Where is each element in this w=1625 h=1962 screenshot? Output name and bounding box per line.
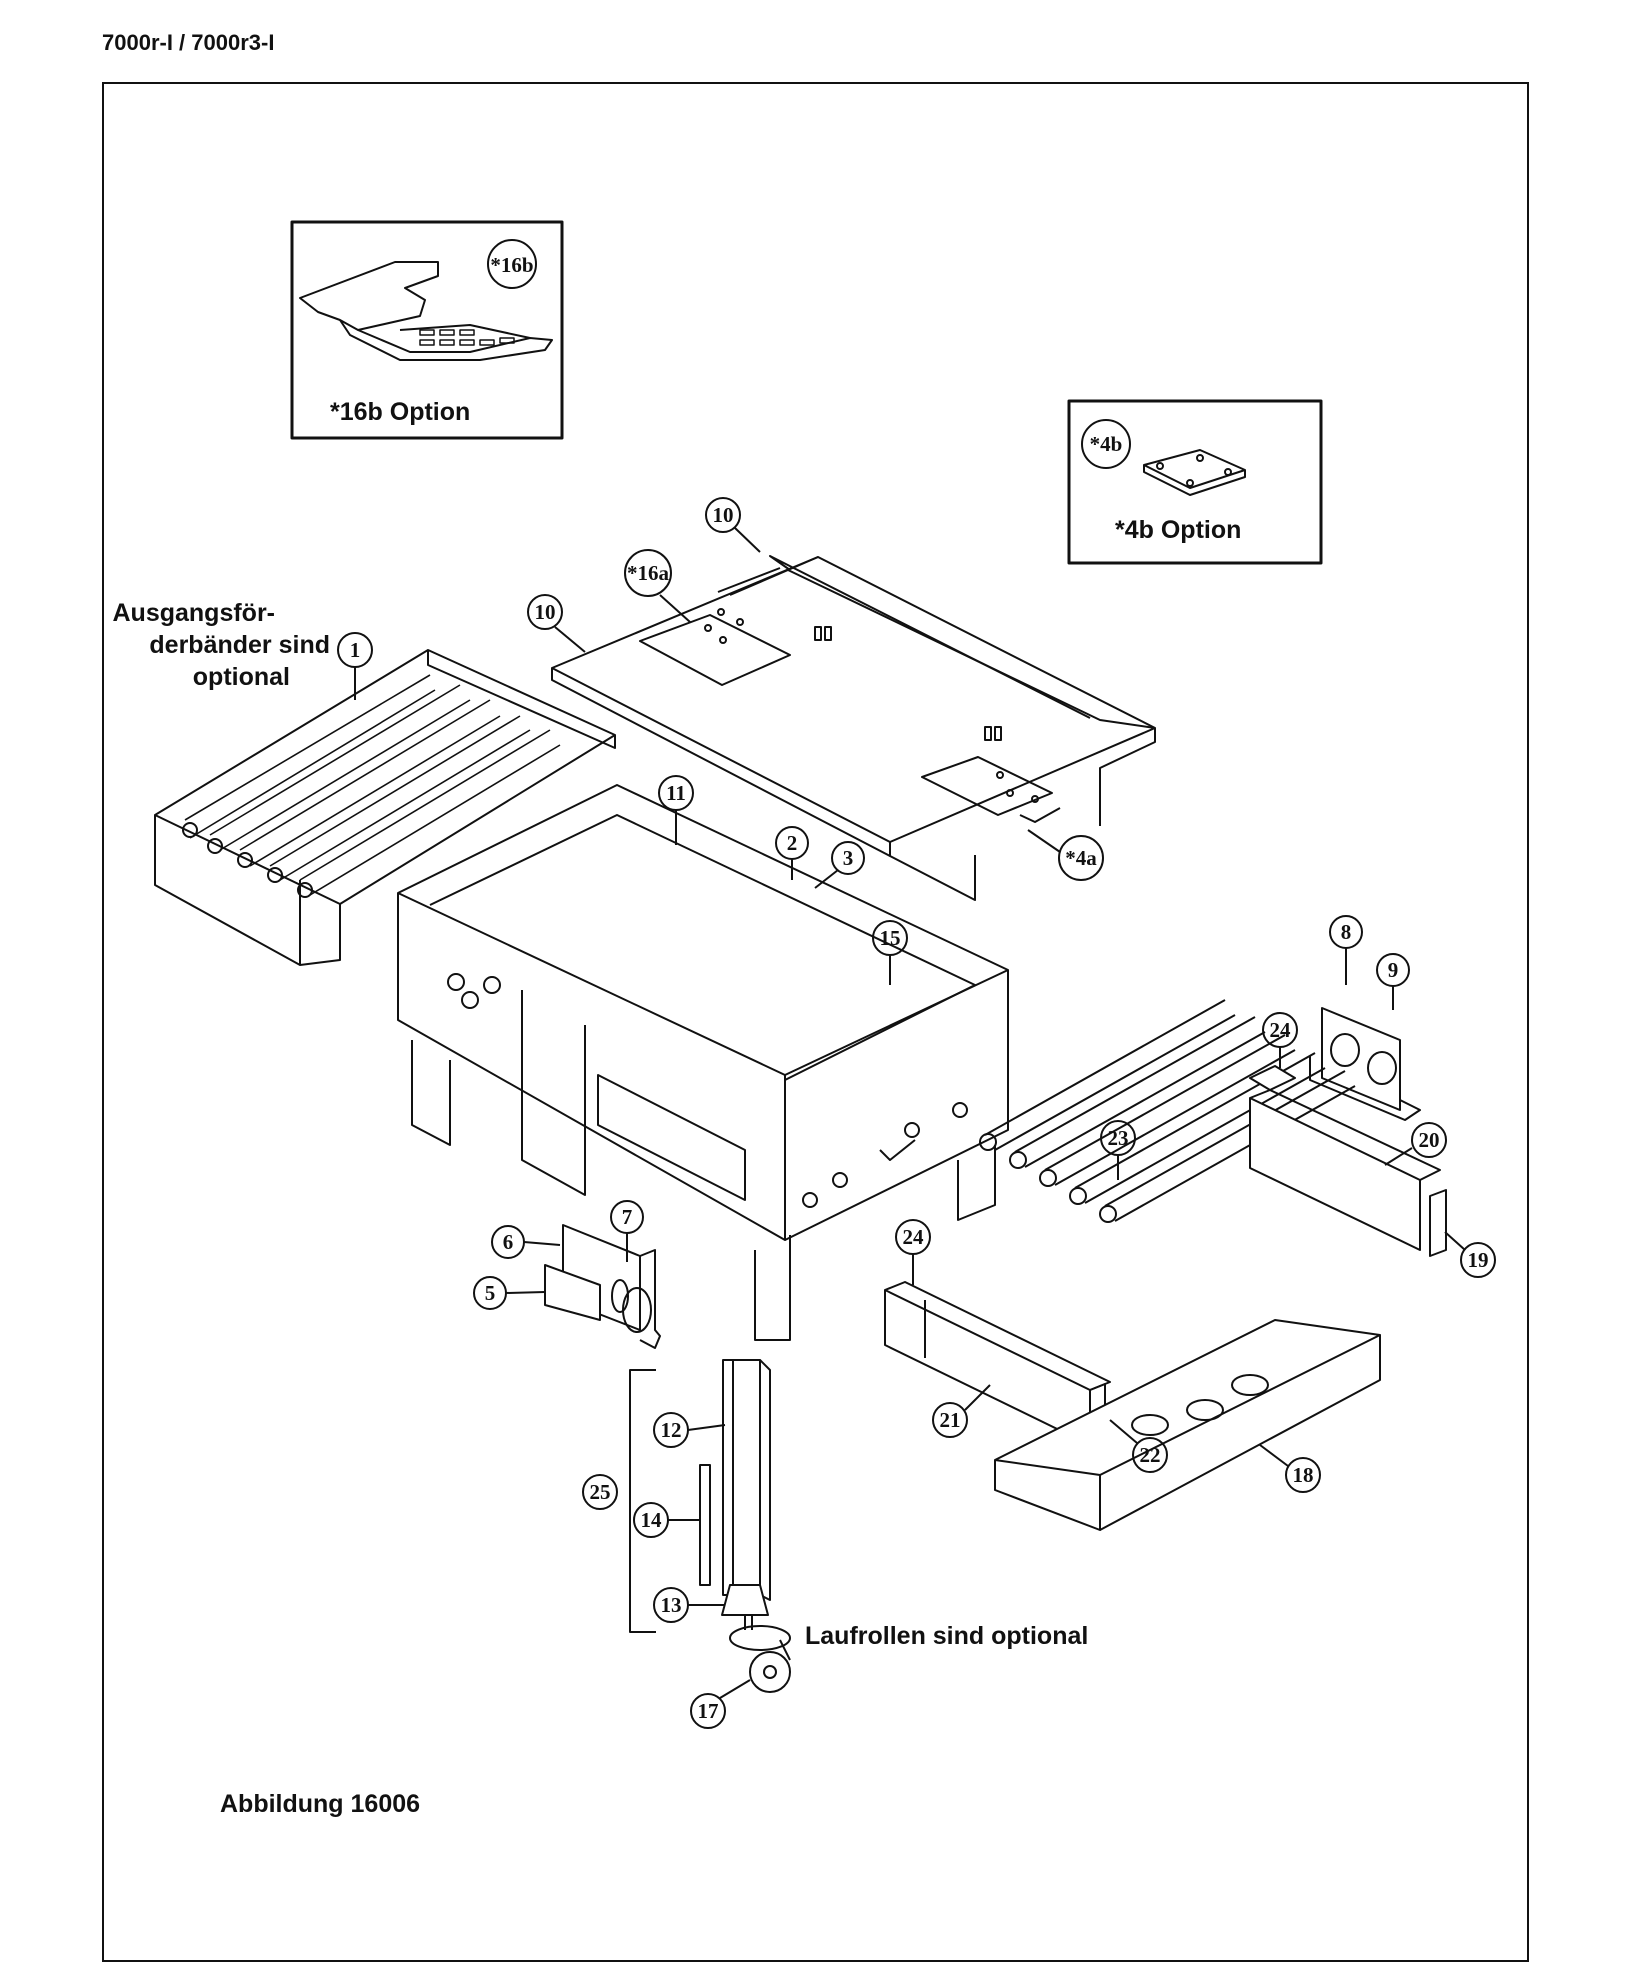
callout-c1: 1: [337, 632, 373, 700]
callout-16a-text: *16a: [627, 561, 670, 585]
callout-15-text: 15: [880, 926, 901, 950]
callout-c8: 8: [1329, 915, 1363, 985]
callout-c7: 7: [610, 1200, 644, 1262]
callout-c5: 5: [473, 1276, 546, 1310]
callout-5-text: 5: [485, 1281, 496, 1305]
callout-c4a: *4a: [1027, 829, 1104, 881]
figure-caption: Abbildung 16006: [220, 1790, 421, 1818]
callout-c10b: 10: [705, 497, 761, 553]
callout-c16a: *16a: [624, 549, 691, 623]
note-exit-conveyor-line1: Ausgangsför-: [113, 599, 276, 627]
callout-3-text: 3: [843, 846, 854, 870]
callout-12-text: 12: [661, 1418, 682, 1442]
note-exit-conveyor-line3: optional: [193, 663, 290, 691]
part-12-13-14-leg: [699, 1359, 771, 1616]
part-5-6-7-motor-assembly: [544, 1224, 661, 1349]
callout-11-text: 11: [666, 781, 686, 805]
callout-24a-text: 24: [1270, 1018, 1292, 1042]
inset-4b: *4b *4b Option: [1067, 399, 1323, 565]
part-16b-bracket: [299, 261, 553, 361]
callout-c10a: 10: [527, 594, 586, 653]
callout-c24a: 24: [1262, 1012, 1298, 1068]
callout-c20: 20: [1384, 1122, 1447, 1166]
callout-23-text: 23: [1108, 1126, 1129, 1150]
callout-c12: 12: [653, 1412, 726, 1448]
callout-25-text: 25: [590, 1480, 611, 1504]
callout-c25: 25: [582, 1474, 618, 1510]
group-bracket-25: [629, 1369, 656, 1633]
callout-24b-text: 24: [903, 1225, 925, 1249]
callout-c2: 2: [775, 826, 809, 880]
callout-7-text: 7: [622, 1205, 633, 1229]
callout-c13: 13: [653, 1587, 725, 1623]
callout-20-text: 20: [1419, 1128, 1440, 1152]
callout-4b: *4b: [1081, 419, 1131, 469]
part-24-clip: [1249, 1065, 1296, 1091]
part-17-caster: [729, 1614, 791, 1693]
callout-c11: 11: [658, 775, 694, 845]
part-4b-plate: [1143, 449, 1246, 496]
inset-16b: *16b *16b Option: [290, 220, 564, 440]
callout-c23: 23: [1100, 1120, 1136, 1180]
callout-c6: 6: [491, 1225, 561, 1259]
callout-c21: 21: [932, 1384, 991, 1438]
note-casters: Laufrollen sind optional: [805, 1622, 1088, 1650]
callout-6-text: 6: [503, 1230, 514, 1254]
part-10-top-covers: [551, 555, 1156, 901]
callout-13-text: 13: [661, 1593, 682, 1617]
note-exit-conveyor-line2: derbänder sind: [149, 631, 330, 659]
callout-9-text: 9: [1388, 958, 1399, 982]
callout-4b-text: *4b: [1090, 432, 1123, 456]
callout-10a-text: 10: [535, 600, 556, 624]
inset-16b-label: *16b Option: [330, 398, 470, 426]
callout-c17: 17: [690, 1679, 751, 1729]
callout-c9: 9: [1376, 953, 1410, 1010]
callout-22-text: 22: [1140, 1443, 1161, 1467]
callout-c14: 14: [633, 1502, 700, 1538]
callout-c19: 19: [1444, 1231, 1496, 1278]
callout-19-text: 19: [1468, 1248, 1489, 1272]
part-11-main-frame: [397, 784, 1009, 1341]
callout-4a-text: *4a: [1065, 846, 1097, 870]
callout-14-text: 14: [641, 1508, 663, 1532]
callout-10b-text: 10: [713, 503, 734, 527]
callout-8-text: 8: [1341, 920, 1352, 944]
callout-c22: 22: [1109, 1419, 1168, 1473]
callout-c24b: 24: [895, 1219, 931, 1285]
callout-16b-text: *16b: [490, 253, 533, 277]
callout-2-text: 2: [787, 831, 798, 855]
inset-4b-label: *4b Option: [1115, 516, 1241, 544]
callout-c3: 3: [814, 841, 865, 889]
part-19-20-side-rail: [1249, 1089, 1447, 1257]
model-title: 7000r-I / 7000r3-I: [102, 30, 275, 55]
part-18-base-tray: [994, 1319, 1381, 1531]
callout-c18: 18: [1259, 1444, 1321, 1493]
callout-21-text: 21: [940, 1408, 961, 1432]
callout-c15: 15: [872, 920, 908, 985]
part-8-9-bracket: [1309, 1007, 1421, 1121]
callout-18-text: 18: [1293, 1463, 1314, 1487]
callout-1-text: 1: [350, 638, 361, 662]
callout-17-text: 17: [698, 1699, 719, 1723]
callout-16b: *16b: [487, 239, 537, 289]
part-1-exit-conveyor: [154, 649, 616, 966]
